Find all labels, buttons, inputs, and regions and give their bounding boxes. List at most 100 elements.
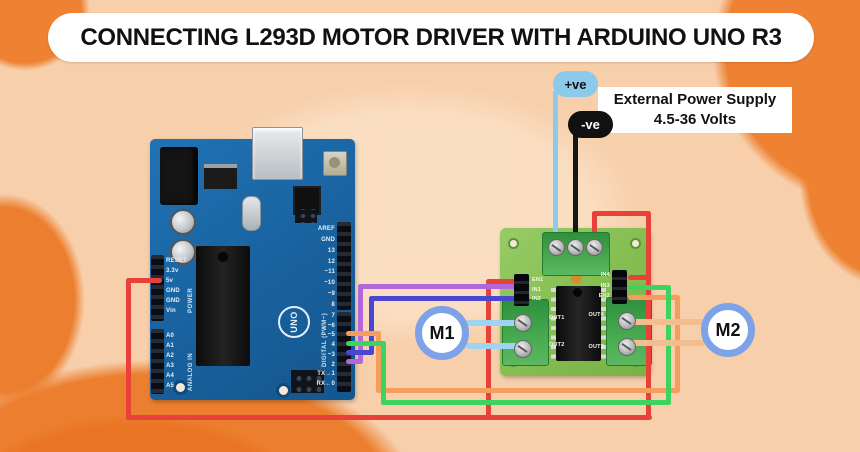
negative-terminal-label: -ve [581,117,600,132]
driver-pin-label: OUT2 [549,342,565,348]
arduino-pin-label: 5v [166,278,174,284]
arduino-icsp-header-top [295,209,317,223]
arduino-pin-label: 13 [327,247,335,254]
arduino-pin-label: RESET [166,258,188,264]
arduino-pin-label: 12 [327,258,335,265]
arduino-pin-label: A4 [166,373,175,379]
driver-left-header [514,274,529,306]
positive-terminal-badge: +ve [553,71,598,97]
external-power-supply-note: External Power Supply 4.5-36 Volts [598,87,792,133]
driver-pin-label: IN1 [532,286,542,293]
wire-supply-negative [573,126,578,243]
driver-pin-label: OUT4 [588,312,604,318]
background-blob-left [0,160,110,440]
wire-en2-orange [628,295,680,300]
driver-pin-label: EN2 [598,293,610,299]
title-banner: CONNECTING L293D MOTOR DRIVER WITH ARDUI… [48,13,814,62]
arduino-uno-logo: UNO [278,306,310,338]
arduino-pin-label: ~3 [327,351,335,358]
wire-in3-green [381,400,671,405]
driver-pin-label: OUT1 [549,315,565,321]
arduino-header-power [151,255,164,321]
driver-power-terminal-screw [567,239,584,256]
wire-5v-red [628,275,651,280]
arduino-atmega-chip [196,246,250,366]
arduino-mounting-hole [276,383,291,398]
arduino-pin-label: RX←0 [316,380,335,387]
positive-terminal-label: +ve [564,76,587,92]
page-title: CONNECTING L293D MOTOR DRIVER WITH ARDUI… [80,23,782,51]
arduino-pin-label: ~9 [327,291,335,298]
wire-in1-purple [358,284,520,289]
wire-5v-red [126,278,131,420]
background-blob-right-edge [772,40,860,320]
arduino-crystal-oscillator [242,196,261,231]
arduino-capacitor [170,239,196,265]
power-supply-line2: 4.5-36 Volts [653,111,737,128]
arduino-pin-label: 7 [331,313,335,319]
arduino-voltage-regulator [204,164,237,189]
arduino-pin-label: ~10 [324,280,335,287]
arduino-pin-label: Vin [166,308,176,314]
wire-in3-green [381,341,386,405]
arduino-pin-label: 3.3v [166,268,179,274]
arduino-capacitor [170,209,196,235]
arduino-power-jack [160,147,198,205]
arduino-pin-label: A1 [166,343,175,349]
wire-5v-red [126,415,652,420]
arduino-uno-logo-text: UNO [289,311,299,333]
arduino-icsp-header-bottom [291,370,324,393]
driver-pin-label: OUT3 [588,344,604,350]
driver-mounting-hole [630,238,641,249]
driver-mounting-hole [508,238,519,249]
driver-motor1-terminal-screw [514,314,532,332]
driver-pin-label: IN4 [600,272,610,278]
motor2-badge: M2 [701,303,755,357]
arduino-pin-label: GND [166,298,180,304]
wire-5v-red [592,211,651,216]
arduino-header-analog [151,329,164,394]
arduino-pin-label: 2 [331,361,335,368]
driver-pin-label: IN2 [532,296,542,302]
wire-supply-positive [553,90,558,243]
wire-in3-green [666,287,671,405]
arduino-pin-label: GND [321,236,335,243]
arduino-pin-label: GND [166,288,180,294]
wire-in3-green [346,341,386,346]
arduino-header-right-top [337,222,351,310]
driver-pin-label: IN3 [600,282,610,289]
arduino-pin-labels-right-top: AREF GND 13 12 ~11 ~10 ~9 8 [302,226,335,308]
wire-5v-red [126,278,162,283]
driver-power-terminal-screw [586,239,603,256]
arduino-pin-label: ~5 [327,332,335,339]
arduino-pin-label: 4 [331,342,335,349]
arduino-pin-label: A5 [166,383,175,389]
wire-in2-blue [369,296,374,355]
motor2-label: M2 [715,319,741,340]
motor1-label: M1 [429,322,455,343]
wire-motor2-b [625,340,705,346]
arduino-usb-port [252,127,303,180]
arduino-pin-label: AREF [317,226,335,232]
arduino-pin-label: ~11 [324,269,335,276]
arduino-pin-label: ~6 [327,322,335,329]
driver-motor1-terminal-screw [514,340,532,358]
arduino-pin-label: 8 [331,301,335,308]
arduino-pin-label: A2 [166,353,175,359]
driver-right-header [612,270,627,304]
arduino-reset-button [323,151,347,176]
motor1-badge: M1 [415,306,469,360]
arduino-pin-label: A3 [166,363,175,369]
driver-power-terminal-screw [548,239,565,256]
driver-pin-label: EN1 [532,277,544,283]
wire-en2-orange [376,388,680,393]
driver-motor2-terminal-screw [618,338,636,356]
